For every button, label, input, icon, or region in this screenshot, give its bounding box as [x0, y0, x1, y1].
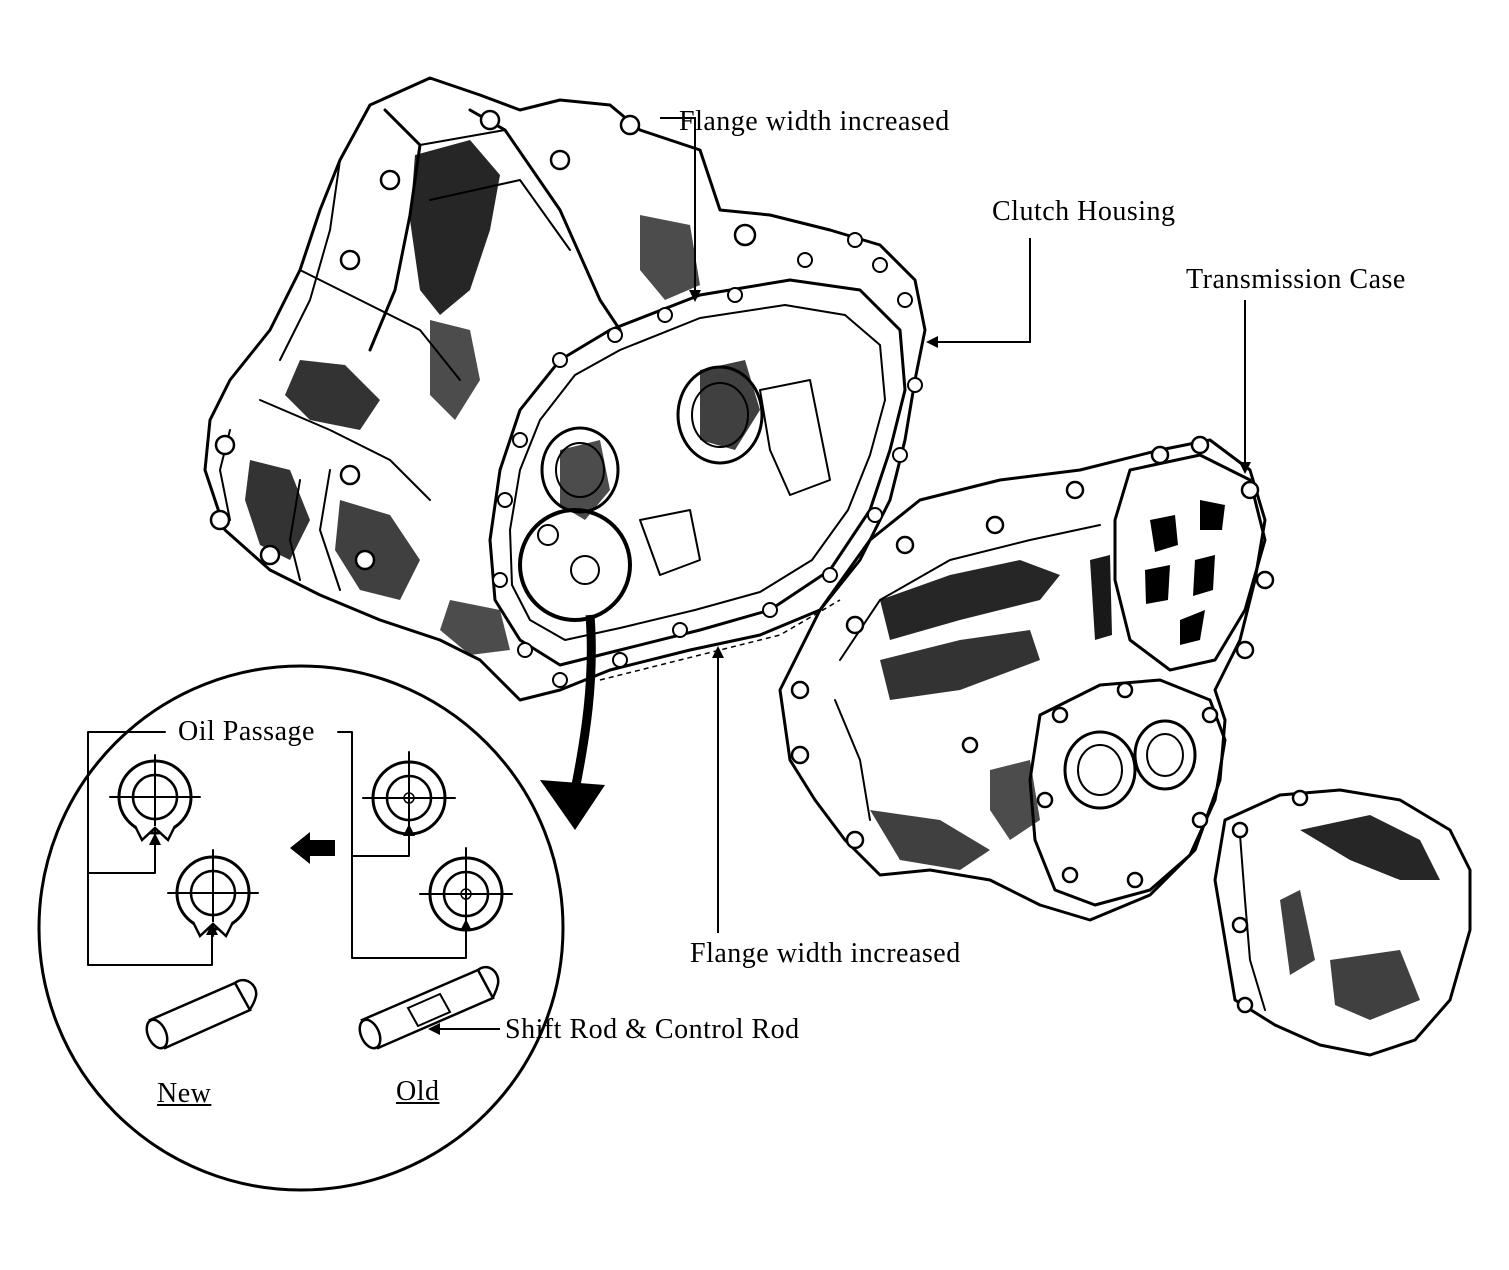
flange-width-label-bottom: Flange width increased — [690, 938, 961, 969]
detail-pointer-arrow — [570, 614, 596, 791]
old-label: Old — [396, 1076, 440, 1107]
change-direction-arrow — [290, 832, 335, 864]
clutch-housing-drawing — [203, 76, 927, 702]
clutch-housing-label: Clutch Housing — [992, 196, 1176, 227]
shift-rod-label: Shift Rod & Control Rod — [505, 1014, 800, 1045]
new-rod-drawing — [145, 978, 258, 1050]
detail-callout-circle — [518, 508, 632, 622]
old-rod-drawing — [358, 965, 500, 1050]
flange-width-label-top: Flange width increased — [679, 106, 950, 137]
leader-lines — [660, 117, 1251, 933]
new-label: New — [157, 1078, 212, 1109]
transmission-case-label: Transmission Case — [1186, 264, 1406, 295]
transmission-case-drawing — [778, 435, 1275, 922]
detail-inset — [37, 664, 565, 1192]
end-cover-drawing — [1213, 788, 1472, 1057]
oil-passage-label: Oil Passage — [178, 716, 315, 747]
